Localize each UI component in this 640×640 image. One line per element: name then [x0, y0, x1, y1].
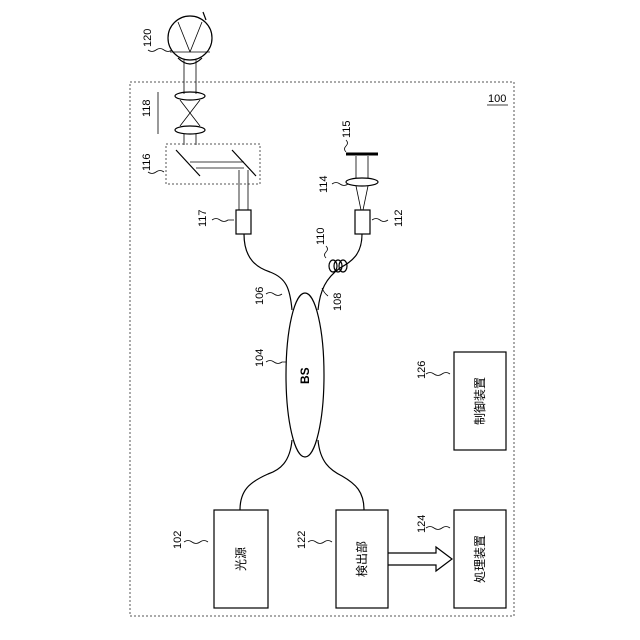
scanner-box	[166, 144, 260, 184]
sample-fiber-ref-label: 106	[254, 287, 266, 305]
processor-ref-label: 124	[416, 515, 428, 533]
detector-fiber	[318, 440, 364, 510]
light-source-leader	[184, 541, 208, 544]
mirror-ref-label: 115	[341, 120, 353, 138]
mirror-ref-leader	[345, 140, 348, 152]
processor-label: 処理装置	[473, 535, 487, 583]
detector-label: 検出部	[354, 541, 369, 577]
controller-ref-label: 126	[416, 361, 428, 379]
reference-collimator	[355, 210, 370, 234]
eye	[168, 12, 212, 64]
reference-lens	[346, 178, 378, 186]
light-source-label: 光源	[234, 547, 248, 571]
beam-splitter-leader	[266, 361, 286, 364]
fiber-coil-leader	[325, 246, 328, 258]
beam-splitter-ref-label: 104	[254, 349, 266, 367]
scanner-ref-label: 116	[141, 153, 153, 171]
eyepiece-lens-1	[175, 92, 205, 100]
reference-lens-leader	[332, 183, 348, 186]
eyepiece-lens-2	[175, 126, 205, 134]
reference-lens-beam-2	[363, 186, 368, 210]
eyepiece-ref-label: 118	[141, 99, 153, 117]
sample-fiber-leader	[266, 293, 282, 296]
data-arrow	[388, 547, 452, 571]
fiber-coil-ref-label: 110	[315, 227, 327, 245]
reference-collimator-ref-label: 112	[393, 209, 405, 227]
reference-fiber-ref-label: 108	[332, 293, 344, 311]
detector-leader	[308, 541, 332, 544]
sample-collimator-leader	[212, 219, 234, 222]
controller-leader	[426, 373, 450, 376]
reference-lens-ref-label: 114	[318, 175, 330, 193]
eye-ref-leader	[148, 49, 172, 52]
beam-splitter-label: BS	[298, 367, 312, 384]
sample-collimator	[236, 210, 251, 234]
system-ref-label: 100	[488, 93, 506, 105]
scanner-mirror-2	[232, 150, 256, 176]
reference-lens-beam-1	[356, 186, 361, 210]
sample-collimator-ref-label: 117	[197, 209, 209, 227]
detector-ref-label: 122	[296, 531, 308, 549]
sample-arm-fiber	[244, 234, 292, 310]
processor-leader	[426, 527, 450, 530]
source-fiber	[240, 440, 292, 510]
eye-ref-label: 120	[142, 29, 154, 47]
light-source-ref-label: 102	[172, 531, 184, 549]
scanner-mirror-1	[176, 150, 200, 176]
reference-collimator-leader	[372, 219, 388, 222]
reference-fiber-leader	[322, 288, 328, 296]
controller-label: 制御装置	[472, 377, 487, 425]
